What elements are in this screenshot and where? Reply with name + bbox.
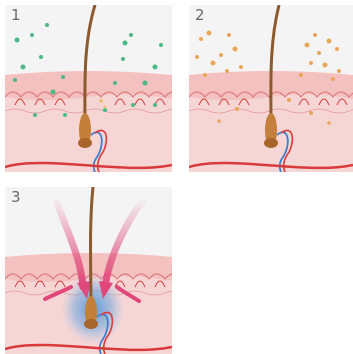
panel-step-3: 3 — [5, 187, 172, 354]
panel-step-2: 2 — [189, 5, 353, 172]
skin-cross-section-illustration — [189, 5, 353, 172]
step-number-3: 3 — [11, 190, 21, 205]
skin-cross-section-illustration — [5, 5, 172, 172]
skin-cross-section-illustration — [5, 187, 172, 354]
step-number-2: 2 — [195, 8, 205, 23]
step-number-1: 1 — [11, 8, 21, 23]
panel-step-1: 1 — [5, 5, 172, 172]
